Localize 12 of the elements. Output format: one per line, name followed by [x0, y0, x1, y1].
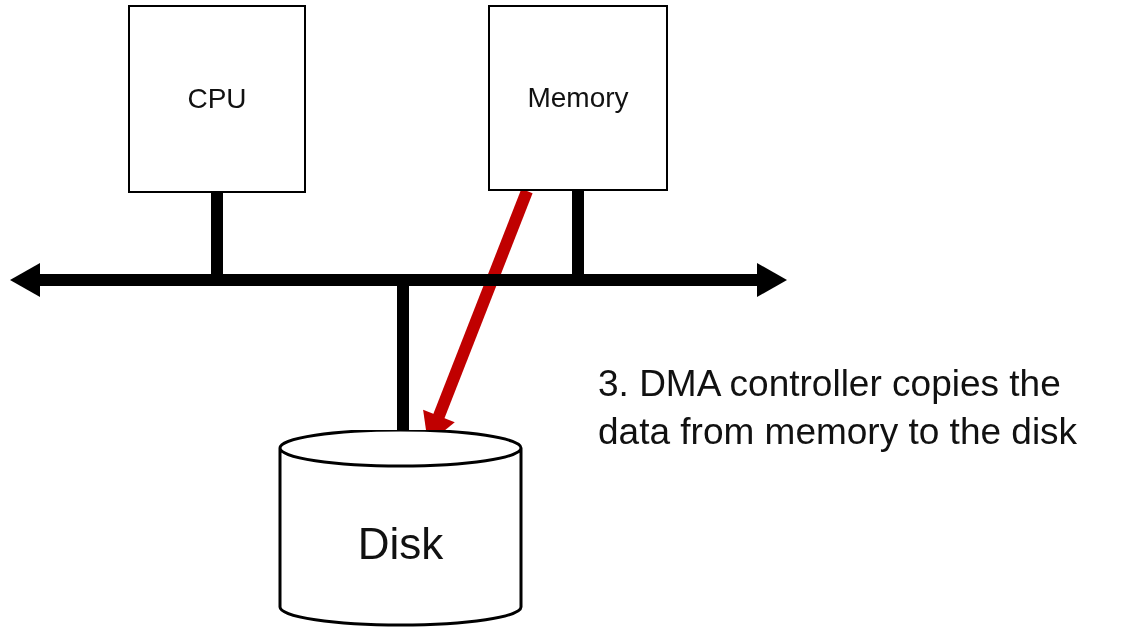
arrow [10, 263, 40, 297]
node-label: Memory [527, 82, 629, 114]
connector-line [572, 191, 584, 274]
disk-cylinder [278, 430, 523, 627]
node-label: Disk [357, 518, 444, 569]
component-box [128, 5, 306, 193]
connector-line [397, 286, 409, 432]
component-box [488, 5, 668, 191]
node-label: CPU [187, 83, 247, 115]
step-note: 3. DMA controller copies the data from memory to the disk [598, 362, 1079, 454]
arrow [757, 263, 787, 297]
connector-line [211, 193, 223, 274]
